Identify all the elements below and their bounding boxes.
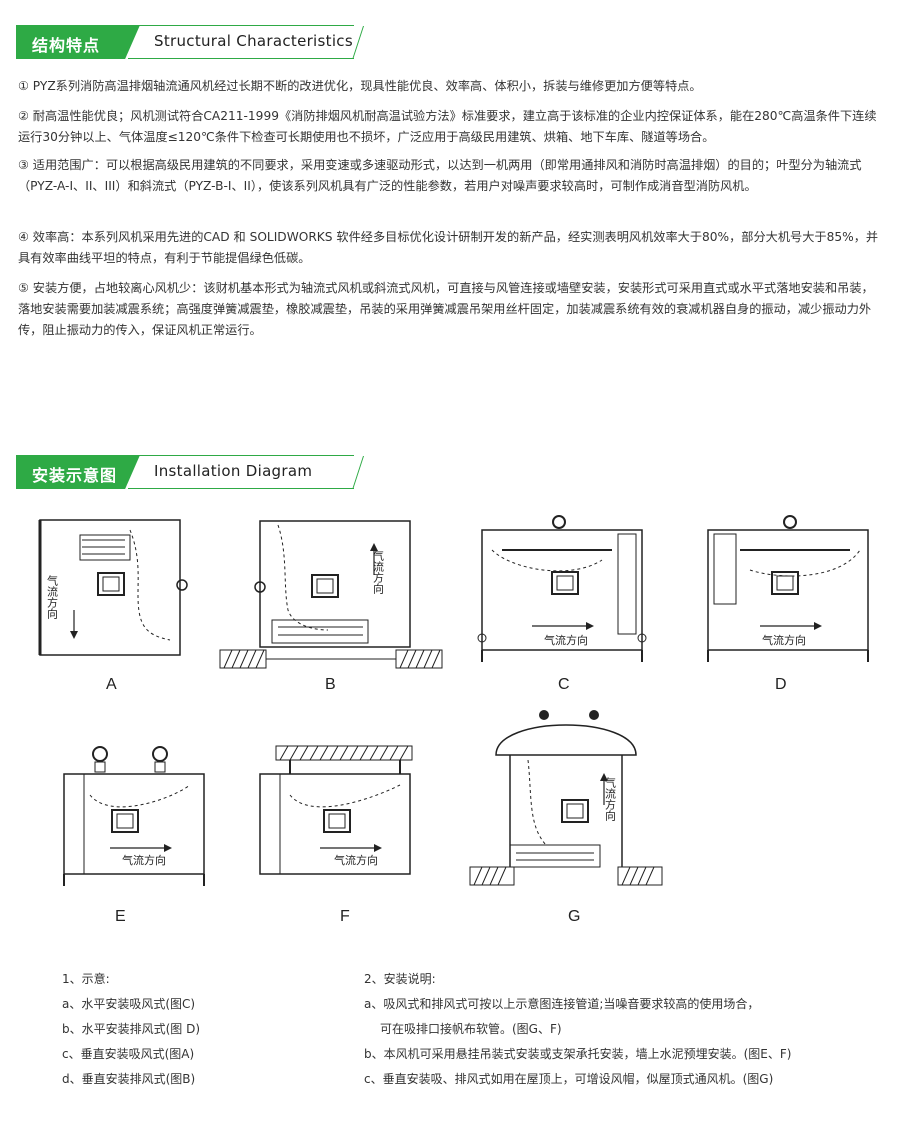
structural-header: 结构特点 Structural Characteristics xyxy=(16,25,356,59)
diagram-label-f: F xyxy=(340,908,350,925)
paragraph-1: ① PYZ系列消防高温排烟轴流通风机经过长期不断的改进优化，现具性能优良、效率高… xyxy=(18,79,702,93)
airflow-label: 气流方向 xyxy=(372,549,385,594)
diagram-label-c: C xyxy=(558,676,570,693)
diagram-c: 气流方向 xyxy=(477,515,647,662)
header-outline xyxy=(128,455,354,489)
diagram-e: 气流方向 xyxy=(63,746,205,886)
diagram-label-a: A xyxy=(106,676,117,693)
diagram-d: 气流方向 xyxy=(707,515,869,662)
airflow-label: 气流方向 xyxy=(604,776,617,821)
diagram-f: 气流方向 xyxy=(259,745,413,875)
paragraph-4: ④ 效率高：本系列风机采用先进的CAD 和 SOLIDWORKS 软件经多目标优… xyxy=(18,230,879,265)
paragraph-2: ② 耐高温性能优良；风机测试符合CA211-1999《消防排烟风机耐高温试验方法… xyxy=(18,109,877,144)
notes-right-item: b、本风机可采用悬挂吊装式安装或支架承托安装，墙上水泥预埋安装。(图E、F) xyxy=(364,1047,792,1061)
airflow-label: 气流方向 xyxy=(334,853,378,867)
paragraph-3: ③ 适用范围广：可以根据高级民用建筑的不同要求，采用变速或多速驱动形式，以达到一… xyxy=(18,158,862,193)
installation-header: 安装示意图 Installation Diagram xyxy=(16,455,356,489)
diagram-g: 气流方向 xyxy=(469,710,663,886)
diagram-label-g: G xyxy=(568,908,581,925)
airflow-label: 气流方向 xyxy=(544,633,588,647)
installation-title-zh: 安装示意图 xyxy=(32,466,118,485)
diagram-label-b: B xyxy=(325,676,336,693)
airflow-label: 气流方向 xyxy=(762,633,806,647)
paragraph-5: ⑤ 安装方便，占地较离心风机少：该财机基本形式为轴流式风机或斜流式风机，可直接与… xyxy=(18,281,874,337)
notes-left-heading: 1、示意: xyxy=(62,972,110,986)
notes-left-item: b、水平安装排风式(图 D) xyxy=(62,1022,201,1036)
diagram-label-d: D xyxy=(775,676,787,693)
header-outline xyxy=(128,25,354,59)
header-green-tab xyxy=(16,455,140,489)
notes-left-item: c、垂直安装吸风式(图A) xyxy=(62,1047,195,1061)
airflow-label: 气流方向 xyxy=(46,574,59,619)
header-green-tab xyxy=(16,25,140,59)
notes-right-item: a、吸风式和排风式可按以上示意图连接管道;当噪音要求较高的使用场合， xyxy=(364,997,760,1011)
notes-right-heading: 2、安装说明: xyxy=(364,972,436,986)
structural-title-zh: 结构特点 xyxy=(32,36,101,55)
notes-right-item: c、垂直安装吸、排风式如用在屋顶上，可增设风帽，似屋顶式通风机。(图G) xyxy=(364,1072,774,1086)
notes-left-item: a、水平安装吸风式(图C) xyxy=(62,997,196,1011)
notes-left-item: d、垂直安装排风式(图B) xyxy=(62,1072,196,1086)
diagram-label-e: E xyxy=(115,908,126,925)
diagram-b: 气流方向 xyxy=(219,520,443,669)
structural-title-en: Structural Characteristics xyxy=(154,32,353,50)
installation-title-en: Installation Diagram xyxy=(154,462,313,480)
airflow-label: 气流方向 xyxy=(122,853,166,867)
diagram-a: 气流方向 xyxy=(38,519,188,656)
notes-right-item: 可在吸排口接帆布软管。(图G、F) xyxy=(380,1022,562,1036)
